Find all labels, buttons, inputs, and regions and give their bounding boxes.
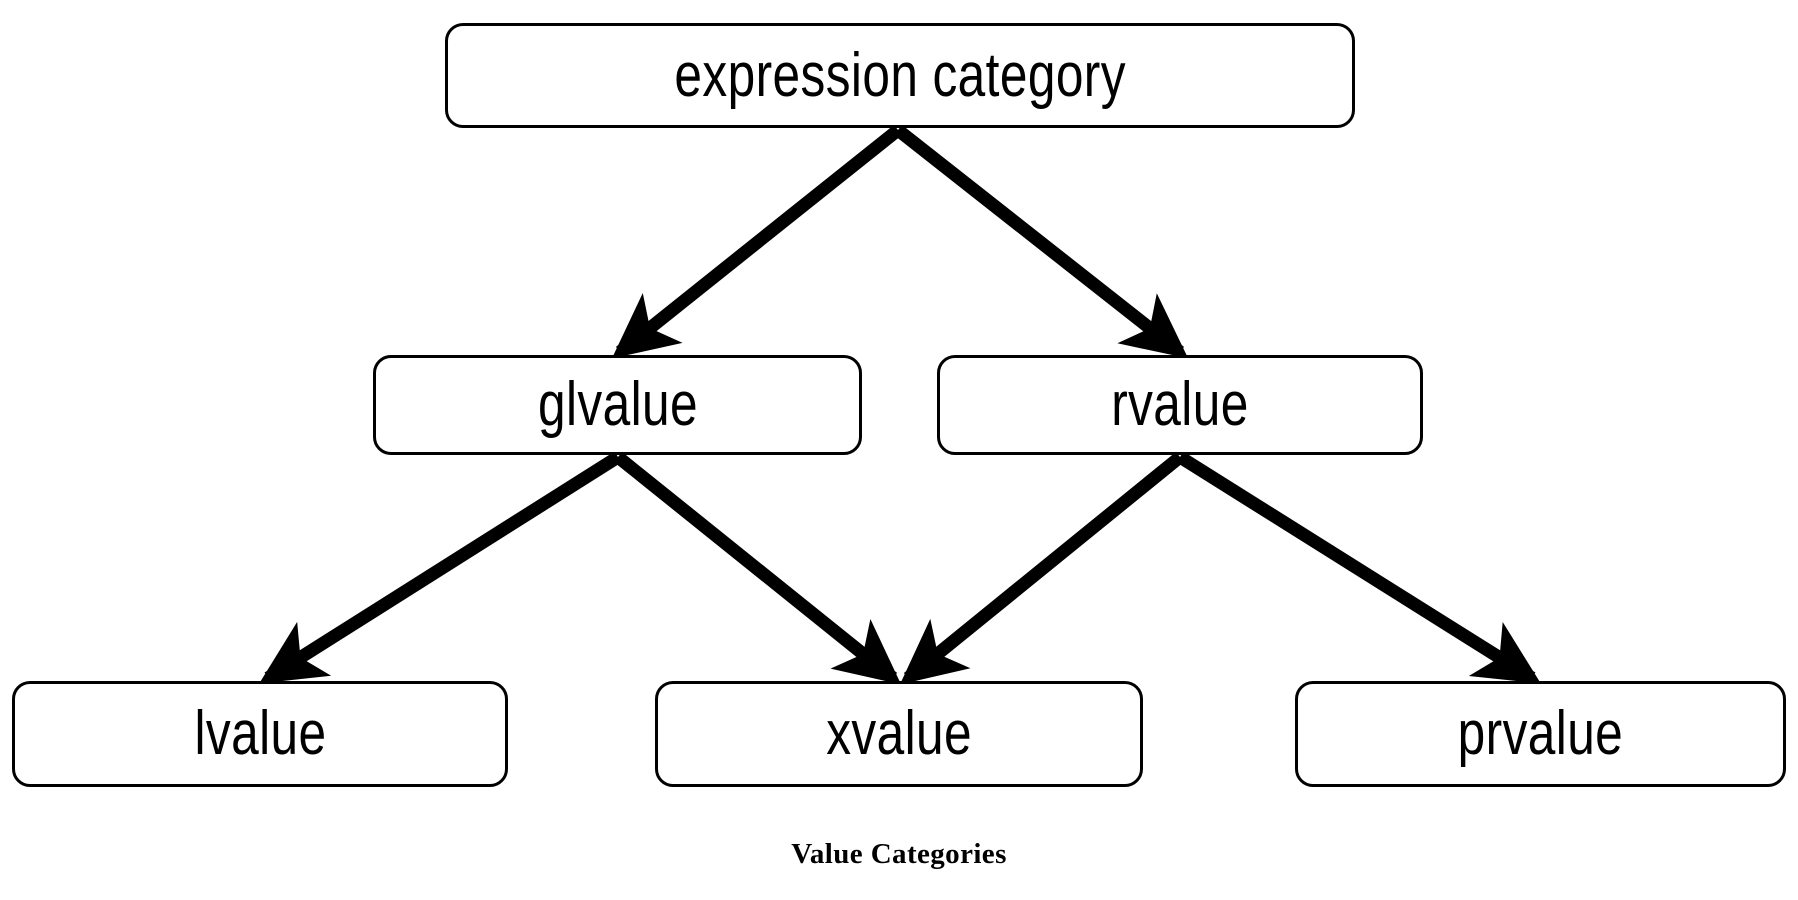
edge-root-to-rvalue: [893, 124, 1189, 359]
node-label-rvalue: rvalue: [1111, 370, 1249, 439]
node-xvalue[interactable]: xvalue: [655, 681, 1143, 787]
node-glvalue[interactable]: glvalue: [373, 355, 862, 455]
edge-glvalue-to-xvalue: [613, 451, 902, 685]
node-lvalue[interactable]: lvalue: [12, 681, 508, 787]
node-label-xvalue: xvalue: [826, 699, 972, 768]
edge-rvalue-to-xvalue: [899, 451, 1185, 685]
node-expression-category[interactable]: expression category: [445, 23, 1355, 128]
edge-rvalue-to-prvalue: [1176, 451, 1541, 684]
node-label-glvalue: glvalue: [537, 370, 698, 439]
edge-glvalue-to-lvalue: [259, 451, 622, 684]
node-label-prvalue: prvalue: [1457, 699, 1624, 768]
node-label-expression-category: expression category: [674, 40, 1126, 110]
node-prvalue[interactable]: prvalue: [1295, 681, 1786, 787]
node-rvalue[interactable]: rvalue: [937, 355, 1423, 455]
edge-root-to-glvalue: [611, 124, 903, 359]
figure-caption: Value Categories: [791, 838, 1007, 870]
node-label-lvalue: lvalue: [194, 699, 326, 768]
